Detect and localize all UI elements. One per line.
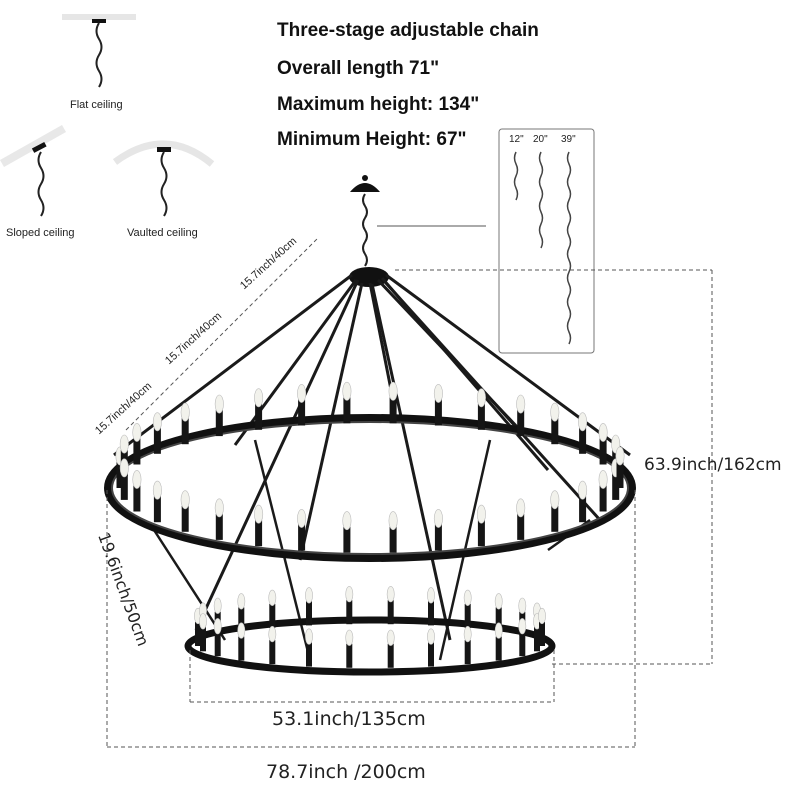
candle xyxy=(213,618,222,657)
candle xyxy=(476,388,486,430)
candle xyxy=(345,586,354,625)
candle xyxy=(119,458,129,500)
spec-chain-stages: Three-stage adjustable chain xyxy=(277,20,539,41)
candle xyxy=(463,589,472,628)
candle xyxy=(494,593,503,632)
candle xyxy=(305,587,313,626)
candle xyxy=(615,446,625,488)
candle xyxy=(386,629,395,668)
candle xyxy=(538,607,546,646)
chain-length-12: 12" xyxy=(509,134,524,145)
candle xyxy=(268,625,277,665)
canopy-icon xyxy=(349,175,389,287)
candle xyxy=(214,394,224,437)
candle xyxy=(476,504,486,547)
candle xyxy=(132,470,142,512)
large-ring-diameter-label: 78.7inch /200cm xyxy=(266,761,426,783)
candle xyxy=(180,402,190,445)
candle xyxy=(132,423,142,465)
candle xyxy=(516,498,526,540)
vaulted-ceiling-label: Vaulted ceiling xyxy=(127,227,198,239)
candle xyxy=(214,498,224,540)
candle xyxy=(516,394,526,437)
chain-length-box xyxy=(377,128,595,354)
candle xyxy=(427,628,435,667)
candle xyxy=(494,622,503,661)
candle xyxy=(598,470,608,512)
small-ring-diameter-label: 53.1inch/135cm xyxy=(272,708,426,730)
candle xyxy=(199,613,207,652)
lower-ring xyxy=(184,616,556,676)
candle xyxy=(237,593,246,632)
flat-ceiling-icon xyxy=(62,14,136,88)
dimension-lines xyxy=(106,237,713,748)
candle xyxy=(268,589,277,628)
vaulted-ceiling-icon xyxy=(112,140,215,217)
candle xyxy=(342,381,352,424)
candle xyxy=(598,423,608,465)
candle xyxy=(152,480,162,523)
candle xyxy=(388,511,398,553)
upper-ring-candles xyxy=(115,381,625,553)
candle xyxy=(427,587,435,626)
candle xyxy=(518,618,527,657)
candle xyxy=(152,412,162,454)
candle xyxy=(237,622,246,661)
spec-overall-length: Overall length 71" xyxy=(277,58,440,79)
spec-max-height: Maximum height: 134" xyxy=(277,94,480,115)
chain-length-39: 39" xyxy=(561,134,576,145)
candle xyxy=(550,490,560,532)
candle xyxy=(578,412,588,454)
candle xyxy=(305,628,313,667)
spec-min-height: Minimum Height: 67" xyxy=(277,129,467,150)
flat-ceiling-label: Flat ceiling xyxy=(70,99,123,111)
candle xyxy=(578,480,588,523)
sloped-ceiling-icon xyxy=(0,125,66,217)
candle xyxy=(388,381,398,424)
candle xyxy=(386,586,395,625)
candle xyxy=(297,384,307,426)
upper-ring xyxy=(104,414,636,562)
lower-ring-candles xyxy=(194,586,546,668)
sloped-ceiling-label: Sloped ceiling xyxy=(6,227,75,239)
candle xyxy=(297,509,307,551)
candle xyxy=(550,402,560,445)
candle xyxy=(254,388,264,430)
candle xyxy=(433,384,443,426)
candle xyxy=(345,629,354,668)
overall-height-label: 63.9inch/162cm xyxy=(644,455,782,475)
candle xyxy=(342,511,352,553)
candle xyxy=(433,509,443,551)
candle xyxy=(180,490,190,532)
candle xyxy=(463,625,472,665)
candle xyxy=(254,504,264,547)
chain-length-20: 20" xyxy=(533,134,548,145)
